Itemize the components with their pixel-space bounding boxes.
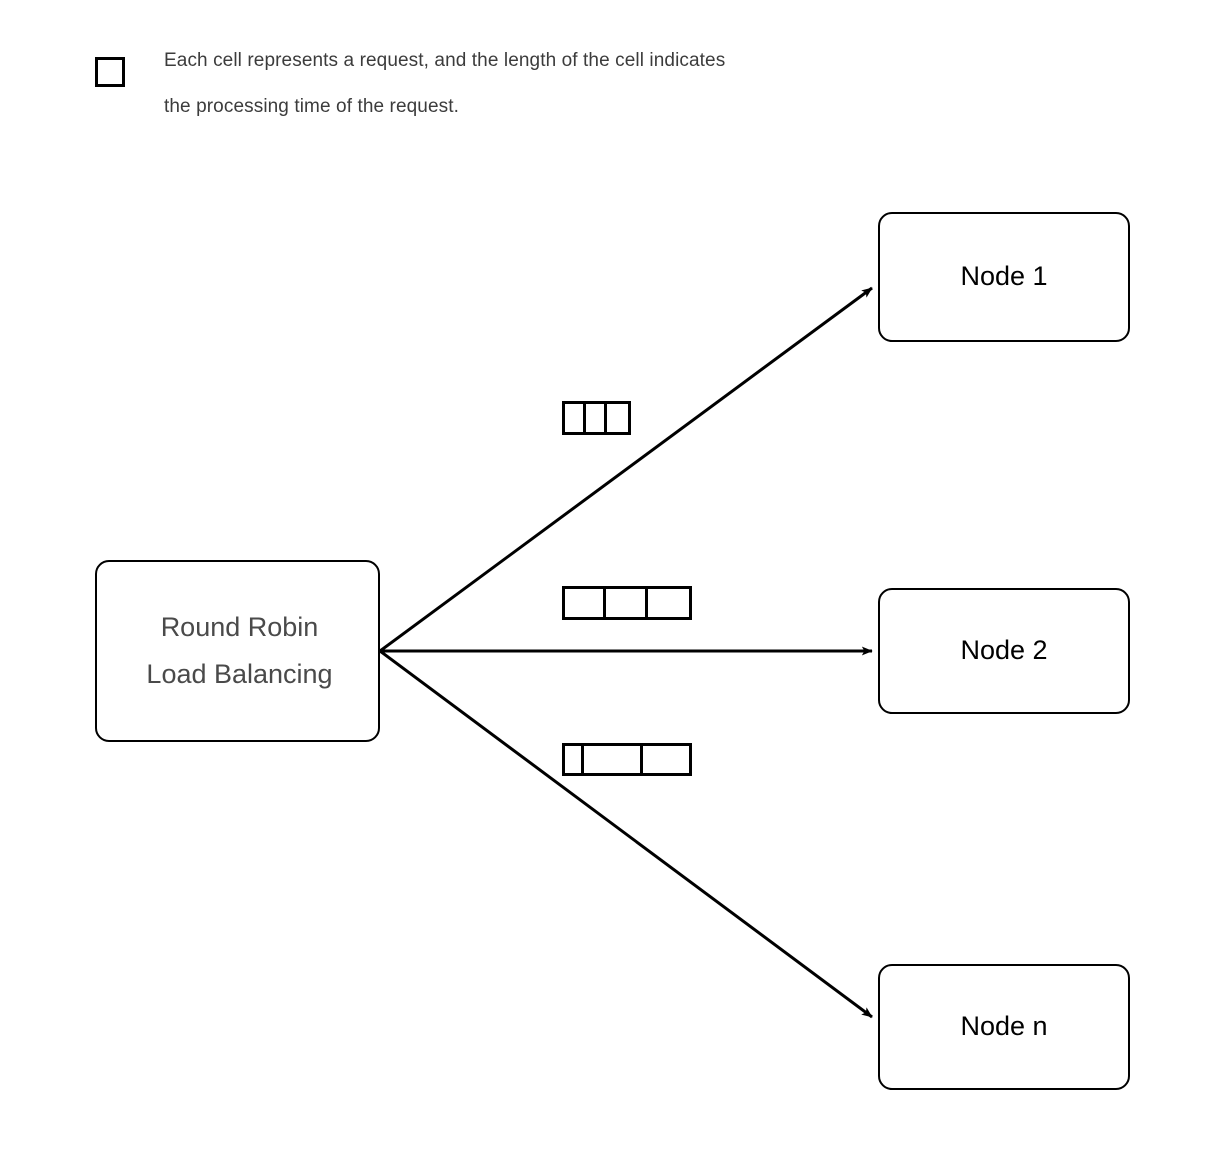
request-cell bbox=[643, 746, 689, 773]
request-cell bbox=[586, 404, 607, 432]
request-cell-square-icon bbox=[95, 57, 125, 87]
source-box-round-robin-load-balancing[interactable]: Round Robin Load Balancing bbox=[95, 560, 380, 742]
request-cell bbox=[606, 589, 648, 617]
legend-caption: Each cell represents a request, and the … bbox=[164, 50, 726, 117]
request-queue-node-n bbox=[562, 743, 692, 776]
node-box-node-n[interactable]: Node n bbox=[878, 964, 1130, 1090]
request-cell bbox=[565, 746, 585, 773]
request-cell bbox=[607, 404, 628, 432]
request-queue-node-1 bbox=[562, 401, 631, 435]
node-box-node-1[interactable]: Node 1 bbox=[878, 212, 1130, 342]
request-cell bbox=[647, 589, 689, 617]
request-queue-node-2 bbox=[562, 586, 692, 620]
request-cell bbox=[584, 746, 644, 773]
request-cell bbox=[565, 404, 586, 432]
node-2-label: Node 2 bbox=[960, 635, 1048, 666]
node-box-node-2[interactable]: Node 2 bbox=[878, 588, 1130, 714]
source-box-label: Round Robin Load Balancing bbox=[146, 612, 333, 689]
node-1-label: Node 1 bbox=[960, 261, 1048, 292]
request-cell bbox=[565, 589, 607, 617]
edge-source-to-node-1 bbox=[379, 286, 873, 653]
edge-source-to-node-n bbox=[379, 649, 873, 1019]
node-n-label: Node n bbox=[960, 1011, 1048, 1042]
